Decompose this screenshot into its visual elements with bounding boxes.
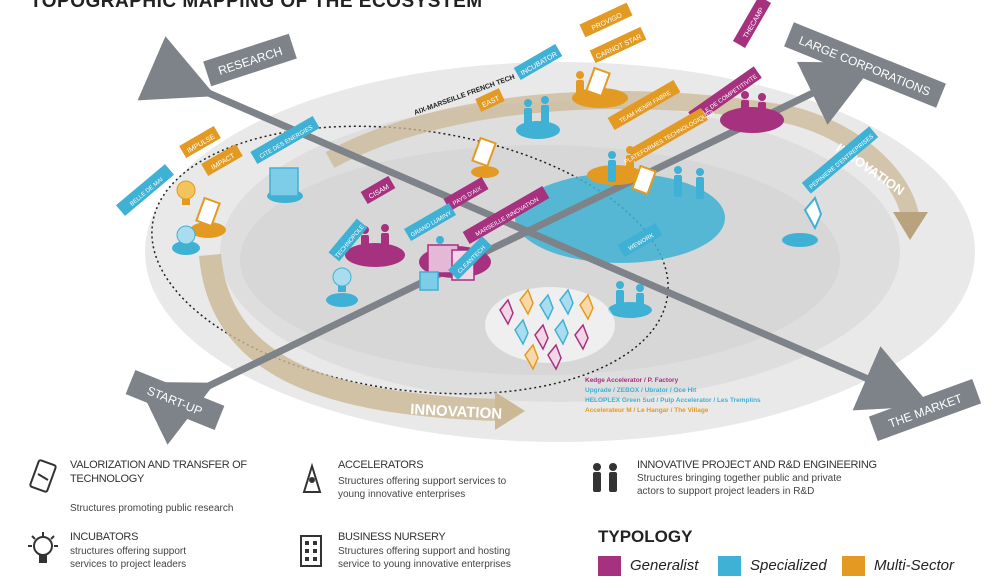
sign-thecamp: THECAMP <box>732 0 772 49</box>
legend-nursery: BUSINESS NURSERY Structures offering sup… <box>290 530 560 580</box>
legend-nursery-desc-2: service to young innovative enterprises <box>338 559 511 570</box>
legend-innovative: INNOVATIVE PROJECT AND R&D ENGINEERING S… <box>585 458 935 516</box>
incubator-specialized <box>516 121 560 139</box>
accelerators-specialized-2: HELOPLEX Green Sud / Pulp Accelerator / … <box>585 397 761 404</box>
legend-valorization-desc: Structures promoting public research <box>70 503 234 514</box>
multi-sector-label: Multi-Sector <box>874 557 955 574</box>
legend-incubators-desc-1: structures offering support <box>70 546 186 557</box>
rocket-icon <box>499 196 823 371</box>
valorization-tag-icon <box>195 66 657 228</box>
sign-provigo: PROVIGO <box>579 2 633 38</box>
valorization-icon <box>29 459 57 493</box>
legend-innovative-desc-2: actors to support project leaders in R&D <box>637 486 815 497</box>
legend-valorization: VALORIZATION AND TRANSFER OF TECHNOLOGY … <box>22 458 282 516</box>
legend-innovative-title: INNOVATIVE PROJECT AND R&D ENGINEERING <box>637 459 877 471</box>
page-title: TOPOGRAPHIC MAPPING OF THE ECOSYSTEM <box>30 0 483 12</box>
building-icon <box>300 535 322 567</box>
sign-carnot: CARNOT STAR <box>589 26 647 64</box>
legend-accelerators-title: ACCELERATORS <box>338 459 424 471</box>
accelerators-generalist: Kedge Accelerator / P. Factory <box>585 377 679 384</box>
rocket-icon <box>302 462 322 493</box>
lightbulb-icon <box>176 180 352 292</box>
accelerators-specialized-1: Upgrade / ZEBOX / Ubrator / Oce Hit <box>585 387 697 394</box>
legend-incubators-title: INCUBATORS <box>70 531 139 543</box>
specialized-swatch <box>718 556 741 576</box>
typology-specialized: Specialized <box>718 556 858 576</box>
axis-label-start-up: START-UP <box>125 369 225 431</box>
typology-generalist: Generalist <box>598 556 718 576</box>
legend-incubators-desc-2: services to project leaders <box>70 559 187 570</box>
multi-sector-swatch <box>842 556 865 576</box>
ecosystem-diagram: RESEARCH LARGE CORPORATIONS START-UP THE… <box>115 0 982 445</box>
accelerators-multi: Accelerateur M / Le Hangar / The Village <box>585 407 709 414</box>
people-group-generalist-icon <box>361 91 766 255</box>
typology-title: TYPOLOGY <box>598 527 693 546</box>
axis-label-research: RESEARCH <box>203 33 297 87</box>
technopole-specialized <box>326 293 358 307</box>
legend-innovative-desc-1: Structures bringing together public and … <box>637 473 842 484</box>
people-icon <box>593 463 617 492</box>
impulse-multi <box>190 222 226 238</box>
cisam-generalist <box>345 243 405 267</box>
legend-nursery-desc-1: Structures offering support and hosting <box>338 546 511 557</box>
innovation-label-bottom: INNOVATION <box>410 401 503 423</box>
legend-accelerators-desc-2: young innovative enterprises <box>338 489 466 500</box>
specialized-label: Specialized <box>750 557 827 574</box>
pepiniere-specialized <box>782 233 818 247</box>
lightbulb-icon <box>28 532 58 563</box>
legend-valorization-title: VALORIZATION AND TRANSFER OF TECHNOLOGY <box>70 459 247 485</box>
generalist-label: Generalist <box>630 557 699 574</box>
generalist-swatch <box>598 556 621 576</box>
typology-multi-sector: Multi-Sector <box>842 556 992 576</box>
east-multi <box>471 166 499 178</box>
pole-generalist <box>720 107 784 133</box>
legend-incubators: INCUBATORS structures offering support s… <box>22 530 282 580</box>
legend-accelerators-desc-1: Structures offering support services to <box>338 476 507 487</box>
provigo-multi <box>572 88 628 108</box>
wework-specialized <box>608 302 652 318</box>
legend-nursery-title: BUSINESS NURSERY <box>338 531 446 543</box>
legend-accelerators: ACCELERATORS Structures offering support… <box>290 458 550 516</box>
